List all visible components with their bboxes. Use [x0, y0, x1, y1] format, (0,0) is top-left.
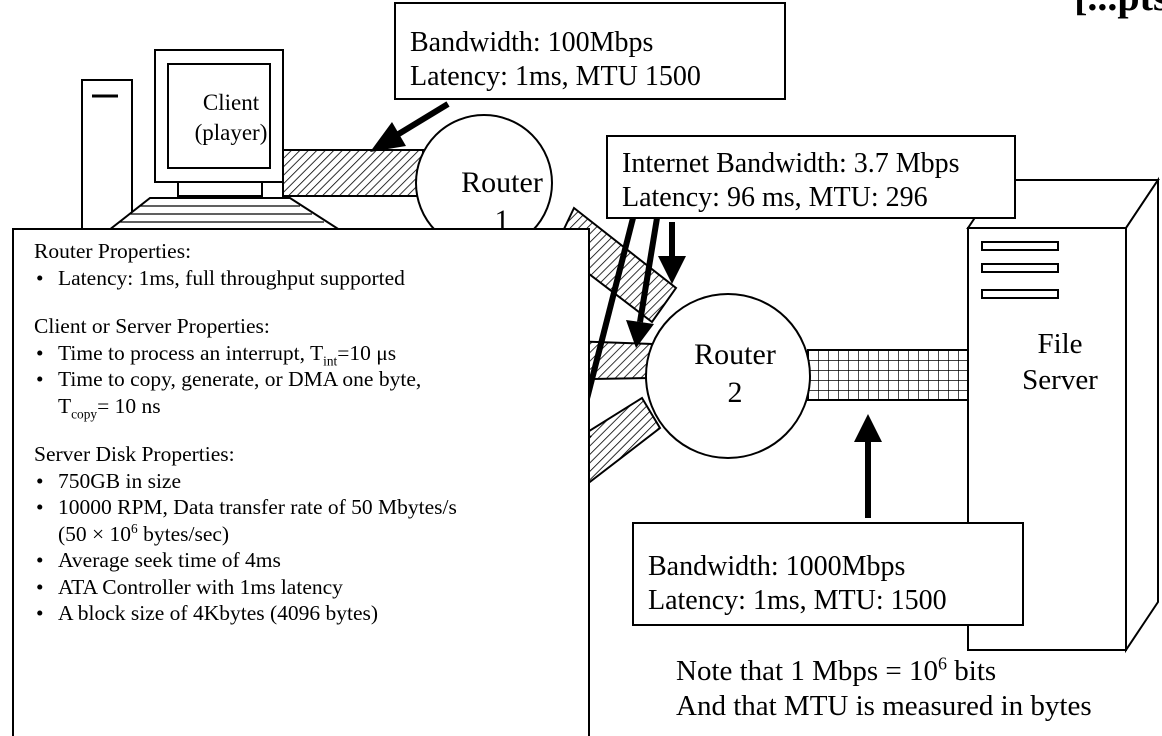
router-2-label: Router 2: [675, 336, 795, 412]
file-server-label-line2: Server: [1022, 364, 1098, 396]
internet-link-callout: Internet Bandwidth: 3.7 Mbps Latency: 96…: [606, 135, 1016, 219]
units-note-line1: Note that 1 Mbps = 106 bits: [676, 653, 997, 687]
client-label-line1: Client: [202, 90, 260, 115]
link-client-router-bandwidth: Bandwidth: 100Mbps: [410, 27, 654, 58]
link-router-server-bandwidth: Bandwidth: 1000Mbps: [648, 551, 906, 582]
disk-properties-list: 750GB in size 10000 RPM, Data transfer r…: [34, 468, 588, 627]
router-1-label: Router 1: [442, 164, 562, 240]
router-properties-list: Latency: 1ms, full throughput supported: [34, 265, 588, 292]
disk-property-size: 750GB in size: [34, 468, 588, 495]
properties-panel: Router Properties: Latency: 1ms, full th…: [12, 228, 590, 736]
link-client-router-callout: Bandwidth: 100Mbps Latency: 1ms, MTU 150…: [394, 2, 786, 100]
link-client-router-latency: Latency: 1ms, MTU 1500: [410, 61, 701, 92]
client-server-properties-title: Client or Server Properties:: [34, 314, 270, 338]
link-client-router1: [282, 149, 424, 197]
client-label-line2: (player): [194, 120, 268, 145]
header-fragment: [...pts]: [1074, 0, 1162, 19]
router-property-latency: Latency: 1ms, full throughput supported: [34, 265, 588, 292]
router-properties-title: Router Properties:: [34, 239, 192, 263]
internet-link-bandwidth: Internet Bandwidth: 3.7 Mbps: [622, 148, 960, 179]
link-router-server-latency: Latency: 1ms, MTU: 1500: [648, 585, 947, 616]
router-2: [645, 293, 811, 459]
disk-property-block-size: A block size of 4Kbytes (4096 bytes): [34, 600, 588, 627]
units-note: Note that 1 Mbps = 106 bits And that MTU…: [676, 654, 1162, 724]
internet-link-latency: Latency: 96 ms, MTU: 296: [622, 182, 928, 213]
client-tower: [81, 79, 133, 241]
file-server-label-line1: File: [1037, 328, 1083, 360]
client-monitor: [154, 49, 284, 197]
units-note-line2: And that MTU is measured in bytes: [676, 690, 1092, 722]
link-router2-server: [807, 349, 977, 401]
router-2-label-line2: 2: [727, 376, 743, 409]
router-1-label-line1: Router: [461, 166, 543, 199]
client-label: Client (player): [175, 88, 287, 148]
client-server-properties-list: Time to process an interrupt, Tint=10 μs…: [34, 340, 588, 420]
router-2-label-line1: Router: [694, 338, 776, 371]
property-copy-time: Time to copy, generate, or DMA one byte,…: [34, 366, 588, 420]
disk-property-transfer-rate: 10000 RPM, Data transfer rate of 50 Mbyt…: [34, 494, 588, 547]
property-interrupt-time: Time to process an interrupt, Tint=10 μs: [34, 340, 588, 367]
link-router-server-callout: Bandwidth: 1000Mbps Latency: 1ms, MTU: 1…: [632, 522, 1024, 626]
disk-property-controller: ATA Controller with 1ms latency: [34, 574, 588, 601]
disk-properties-title: Server Disk Properties:: [34, 442, 235, 466]
file-server-label: File Server: [1008, 326, 1112, 398]
disk-property-seek-time: Average seek time of 4ms: [34, 547, 588, 574]
